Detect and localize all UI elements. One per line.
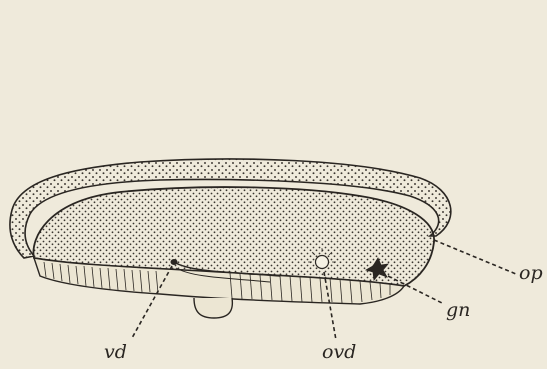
leader-op	[434, 240, 516, 274]
label-gn: gn	[446, 299, 470, 321]
vas-deferens-opening	[171, 259, 178, 265]
foot-stalk	[194, 298, 232, 318]
label-op: op	[519, 262, 543, 284]
label-vd: vd	[104, 341, 127, 363]
label-ovd: ovd	[322, 341, 356, 363]
